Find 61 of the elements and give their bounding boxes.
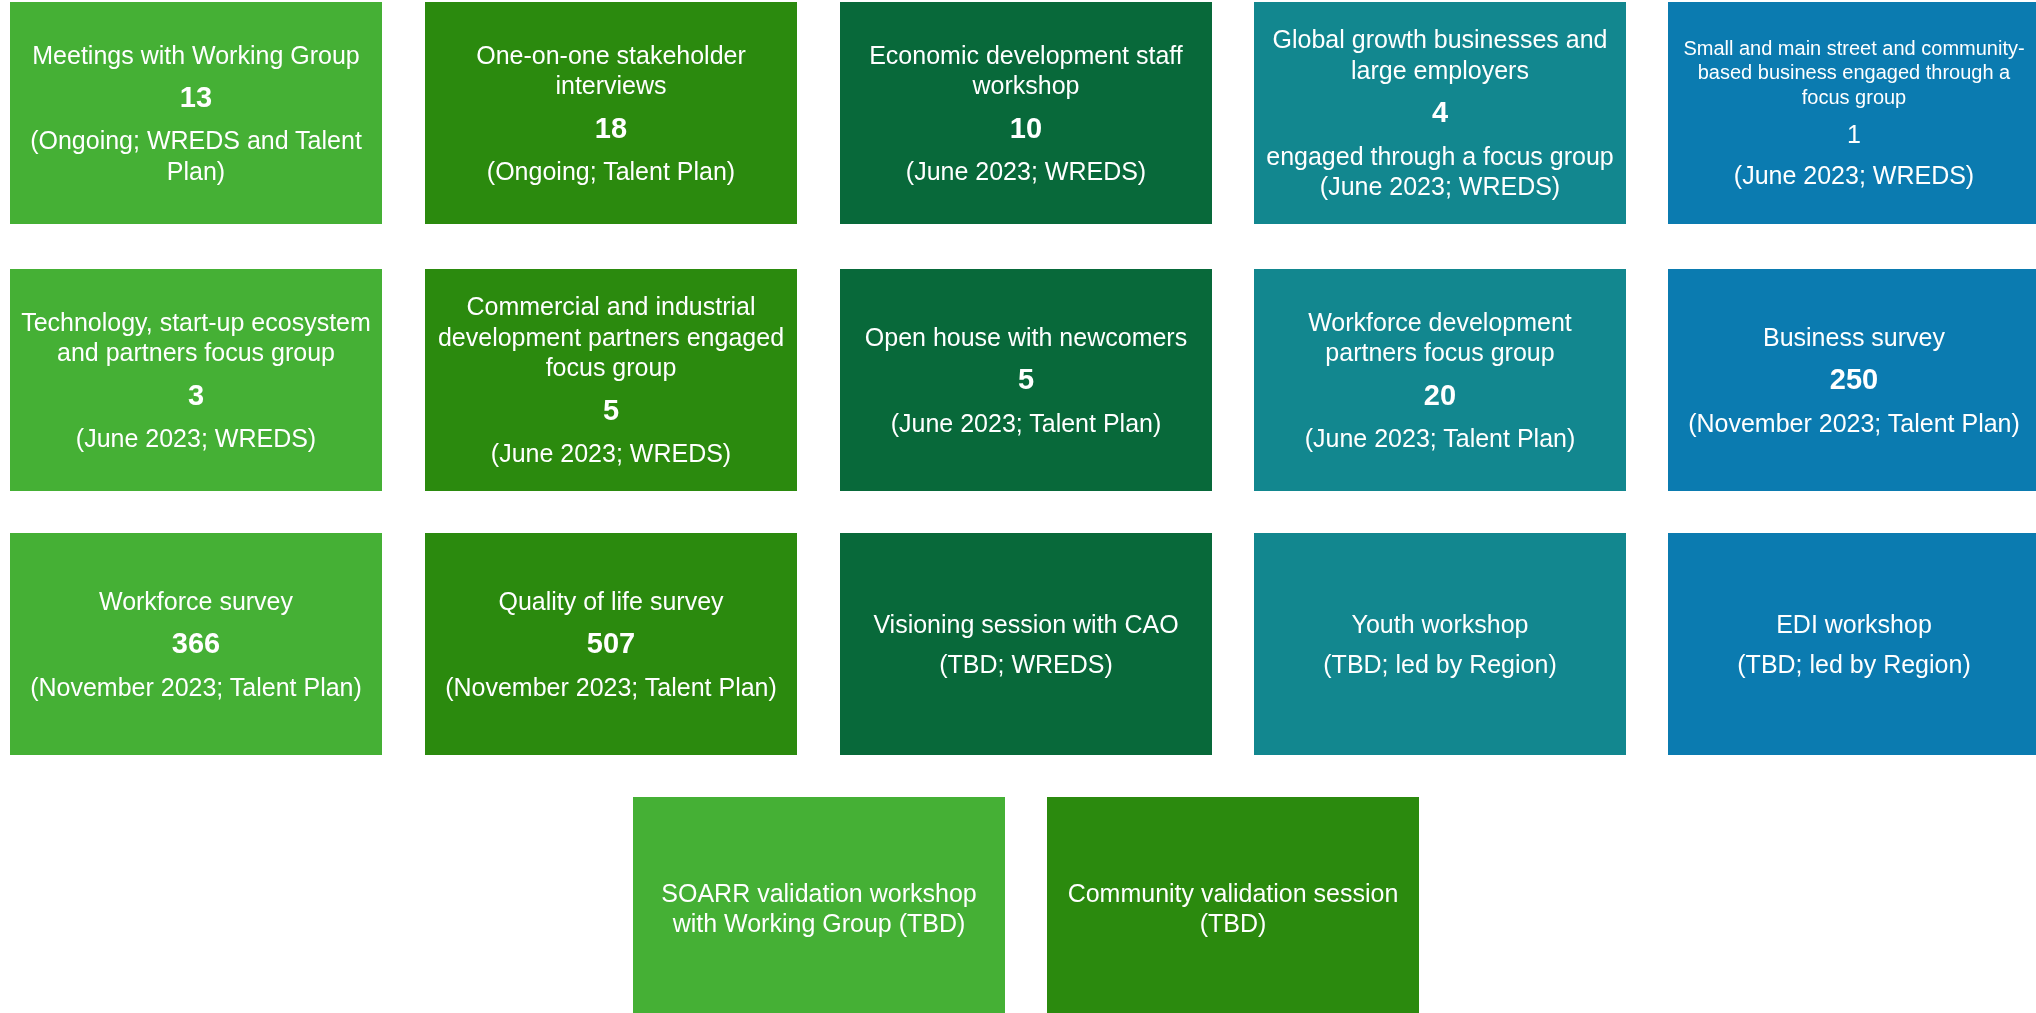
- activity-note: (Ongoing; WREDS and Talent Plan): [29, 125, 363, 187]
- activity-tile: [633, 797, 1005, 1013]
- activity-note: (Ongoing; Talent Plan): [486, 155, 736, 187]
- activity-title: Open house with newcomers: [864, 321, 1188, 353]
- participant-count: 10: [1009, 110, 1043, 146]
- activity-tile: [1254, 2, 1626, 224]
- activity-tile: [840, 2, 1212, 224]
- activity-note: (TBD; led by Region): [1323, 649, 1557, 680]
- activity-title: EDI workshop: [1776, 608, 1932, 639]
- participant-count: 13: [179, 80, 213, 116]
- activity-title: One-on-one stakeholder interviews: [475, 39, 747, 101]
- activity-tile: [840, 533, 1212, 755]
- activity-title: Technology, start-up ecosystem and partners focus group: [20, 306, 372, 368]
- activity-note: (November 2023; Talent Plan): [30, 671, 362, 703]
- activity-title: Economic development staff workshop: [868, 39, 1184, 101]
- activity-tile: [1254, 269, 1626, 491]
- participant-count: 250: [1829, 362, 1879, 398]
- participant-count: 18: [594, 110, 628, 146]
- activity-title: Youth workshop: [1351, 608, 1529, 639]
- activity-note: engaged through a focus group (June 2023; WREDS): [1265, 140, 1615, 202]
- activity-tile: [1668, 533, 2036, 755]
- activity-note: (November 2023; Talent Plan): [1688, 407, 2020, 439]
- activity-title: Global growth businesses and large employers: [1271, 24, 1609, 86]
- participant-count: 5: [602, 392, 620, 428]
- activity-note: (June 2023; WREDS): [490, 438, 732, 469]
- activity-tile: [10, 2, 382, 224]
- activity-title: Small and main street and community-based business engaged through a focus group: [1682, 35, 2026, 110]
- activity-note: (June 2023; Talent Plan): [1304, 422, 1576, 454]
- activity-tile: [1668, 269, 2036, 491]
- activity-title: Visioning session with CAO: [873, 608, 1179, 639]
- activity-tile: [425, 533, 797, 755]
- activity-tile: [10, 533, 382, 755]
- participant-count: 5: [1017, 362, 1035, 398]
- activity-title: Community validation session (TBD): [1066, 877, 1400, 939]
- participant-count: 20: [1423, 377, 1457, 413]
- activity-note: (November 2023; Talent Plan): [445, 671, 777, 703]
- activity-tile: [425, 269, 797, 491]
- activity-note: (June 2023; Talent Plan): [890, 407, 1162, 439]
- participant-count: 366: [171, 626, 221, 662]
- activity-note: (June 2023; WREDS): [75, 422, 317, 454]
- activity-tile: [10, 269, 382, 491]
- activity-tile: [1047, 797, 1419, 1013]
- activity-title: Workforce survey: [99, 585, 293, 617]
- participant-count: 1: [1847, 119, 1861, 150]
- activity-note: (TBD; led by Region): [1737, 649, 1971, 680]
- participant-count: 3: [187, 377, 205, 413]
- activity-title: Commercial and industrial development partners engaged focus group: [436, 291, 786, 383]
- activity-title: SOARR validation workshop with Working Group (TBD): [660, 877, 978, 939]
- participant-count: 4: [1431, 95, 1449, 131]
- activity-title: Quality of life survey: [498, 585, 724, 617]
- activity-title: Workforce development partners focus group: [1307, 306, 1573, 368]
- activity-note: (TBD; WREDS): [939, 649, 1113, 680]
- activity-tile: [425, 2, 797, 224]
- activity-note: (June 2023; WREDS): [905, 155, 1147, 187]
- participant-count: 507: [586, 626, 636, 662]
- activity-note: (June 2023; WREDS): [1733, 159, 1975, 191]
- activity-tile: [1254, 533, 1626, 755]
- activity-title: Meetings with Working Group: [32, 39, 360, 71]
- activity-title: Business survey: [1763, 321, 1945, 353]
- activity-tile: [840, 269, 1212, 491]
- activity-tile: [1668, 2, 2036, 224]
